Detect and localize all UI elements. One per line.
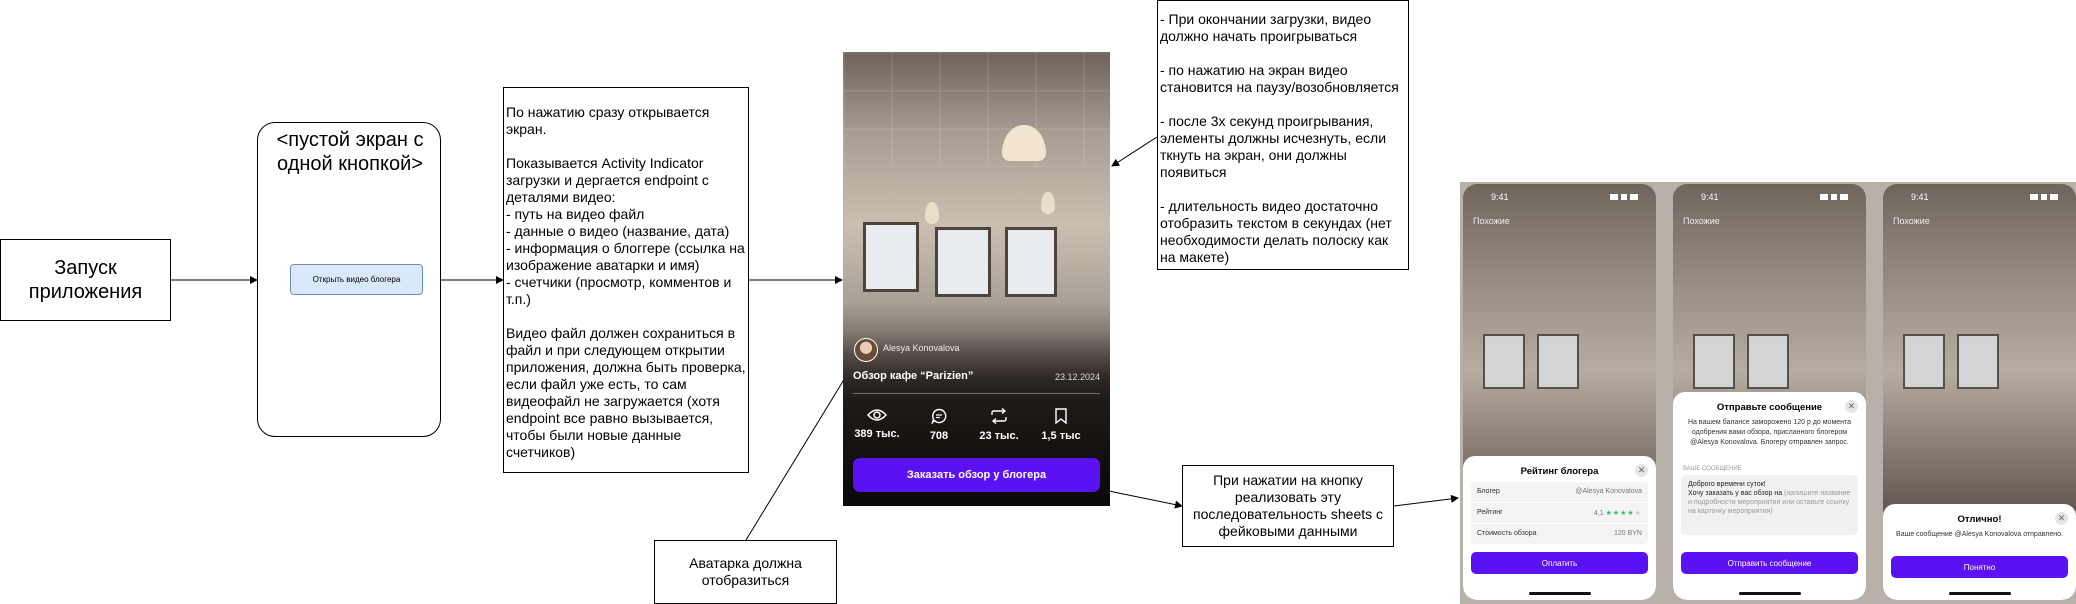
phone-rating: 9:41 Похожие Рейтинг блогера ✕ Блогер @A… [1463, 184, 1656, 600]
phone-done: 9:41 Похожие Отлично! ✕ Ваше сообщение @… [1883, 184, 2076, 600]
window-decoration [1903, 334, 1945, 389]
window-decoration [1005, 227, 1057, 297]
signal-battery-icon [2030, 194, 2058, 200]
status-time: 9:41 [1701, 192, 1719, 202]
home-indicator [1739, 592, 1801, 595]
lamp-decoration [1041, 192, 1055, 214]
message-sheet-body: На вашем балансе заморожено 120 р до мом… [1687, 419, 1852, 446]
note-avatar: Аватарка должна отобразиться [654, 540, 837, 604]
start-node: Запуск приложения [0, 239, 171, 321]
send-message-button[interactable]: Отправить сообщение [1681, 552, 1858, 574]
pay-button[interactable]: Оплатить [1471, 552, 1648, 574]
ok-button-label: Понятно [1963, 562, 1996, 572]
open-video-button[interactable]: Открыть видео блогера [290, 264, 423, 295]
row-key: Блогер [1477, 488, 1500, 495]
close-icon[interactable]: ✕ [1845, 400, 1858, 413]
close-icon[interactable]: ✕ [1635, 464, 1648, 477]
done-sheet-body: Ваше сообщение @Alesya Konovalova отправ… [1896, 531, 2063, 538]
tab-similar[interactable]: Похожие [1683, 216, 1720, 226]
status-time: 9:41 [1491, 192, 1509, 202]
window-decoration [1693, 334, 1735, 389]
blogger-name[interactable]: Alesya Konovalova [883, 343, 960, 353]
comments-count: 708 [929, 430, 949, 442]
phone-message: 9:41 Похожие Отправьте сообщение ✕ На ва… [1673, 184, 1866, 600]
rating-row-rating: Рейтинг 4,1 ★★★★★ [1471, 503, 1648, 523]
window-decoration [1537, 334, 1579, 389]
reposts-stat[interactable]: 23 тыс. [969, 408, 1029, 442]
note-sheets-label: При нажатии на кнопку реализовать эту по… [1192, 472, 1384, 539]
note-avatar-label: Аватарка должна отобразиться [689, 555, 802, 588]
home-indicator [1529, 592, 1591, 595]
order-review-label: Заказать обзор у блогера [906, 469, 1047, 481]
ok-button[interactable]: Понятно [1891, 556, 2068, 578]
views-stat: 389 тыс. [847, 408, 907, 440]
window-decoration [1957, 334, 1999, 389]
message-sheet-title: Отправьте сообщение [1716, 402, 1823, 413]
reposts-count: 23 тыс. [979, 430, 1019, 442]
window-decoration [1483, 334, 1525, 389]
tab-similar[interactable]: Похожие [1473, 216, 1510, 226]
rating-value: 4,1 [1593, 510, 1604, 517]
row-value: 120 BYN [1613, 530, 1642, 537]
comments-stat[interactable]: 708 [909, 408, 969, 442]
edge-note-to-video-top [1111, 136, 1158, 167]
window-decoration [1747, 334, 1789, 389]
edge-cta-to-sheets [1103, 489, 1183, 509]
video-date: 23.12.2024 [1054, 372, 1100, 382]
rating-sheet: Рейтинг блогера ✕ Блогер @Alesya Konoval… [1463, 456, 1656, 600]
edge-sheets-to-phones [1393, 494, 1459, 507]
send-message-label: Отправить сообщение [1727, 558, 1812, 568]
home-indicator [1949, 592, 2011, 595]
start-label: Запуск приложения [28, 257, 143, 303]
message-sheet: Отправьте сообщение ✕ На вашем балансе з… [1673, 392, 1866, 600]
message-input[interactable]: Доброго времени суток! Хочу заказать у в… [1681, 475, 1858, 535]
views-count: 389 тыс. [854, 428, 900, 440]
status-time: 9:41 [1911, 192, 1929, 202]
note-open-screen: По нажатию сразу открывается экран. Пока… [503, 87, 749, 473]
note-video-behavior: - При окончании загрузки, видео должно н… [1157, 0, 1409, 270]
done-sheet: Отлично! ✕ Ваше сообщение @Alesya Konova… [1883, 504, 2076, 600]
empty-screen-label: <пустой экран с одной кнопкой> [276, 129, 424, 175]
signal-battery-icon [1820, 194, 1848, 200]
ceiling-decoration [843, 52, 1110, 167]
status-bar: 9:41 [1473, 192, 1646, 204]
done-sheet-title: Отлично! [1957, 514, 2002, 525]
status-bar: 9:41 [1893, 192, 2066, 204]
row-value: 4,1 ★★★★★ [1594, 509, 1642, 517]
close-icon[interactable]: ✕ [2055, 512, 2068, 525]
pay-button-label: Оплатить [1541, 558, 1578, 568]
message-field-label: ВАШЕ СООБЩЕНИЕ [1683, 466, 1742, 472]
lamp-decoration [1002, 125, 1046, 161]
row-key: Стоимость обзора [1477, 530, 1537, 537]
rating-sheet-title: Рейтинг блогера [1520, 466, 1599, 477]
bookmarks-stat[interactable]: 1,5 тыс [1031, 408, 1091, 442]
empty-screen-node: <пустой экран с одной кнопкой> Открыть в… [257, 122, 441, 437]
signal-battery-icon [1610, 194, 1638, 200]
tab-similar[interactable]: Похожие [1893, 216, 1930, 226]
bookmark-icon [1055, 408, 1067, 424]
stars-icon: ★★★★★ [1605, 510, 1642, 517]
edge-avatar-note-to-avatar [745, 354, 860, 541]
message-placeholder: (напишите название и подробности меропри… [1688, 490, 1851, 515]
repost-icon [991, 408, 1007, 424]
open-video-button-label: Открыть видео блогера [312, 275, 401, 284]
lamp-decoration [925, 202, 939, 224]
rating-row-price: Стоимость обзора 120 BYN [1471, 524, 1648, 544]
divider [853, 393, 1100, 394]
bookmarks-count: 1,5 тыс [1041, 430, 1081, 442]
window-decoration [935, 227, 991, 297]
row-key: Рейтинг [1477, 509, 1503, 516]
window-decoration [863, 222, 919, 292]
message-text: Доброго времени суток! Хочу заказать у в… [1688, 481, 1783, 497]
rating-row-blogger: Блогер @Alesya Konovalova [1471, 482, 1648, 502]
video-title: Обзор кафе “Parizien” [853, 370, 974, 382]
comment-icon [931, 408, 947, 424]
video-screen[interactable]: Alesya Konovalova Обзор кафе “Parizien” … [843, 52, 1110, 506]
order-review-button[interactable]: Заказать обзор у блогера [853, 458, 1100, 492]
note-sheets: При нажатии на кнопку реализовать эту по… [1182, 465, 1394, 547]
blogger-avatar[interactable] [854, 338, 878, 362]
eye-icon [867, 409, 887, 421]
status-bar: 9:41 [1683, 192, 1856, 204]
row-value: @Alesya Konovalova [1575, 488, 1642, 495]
